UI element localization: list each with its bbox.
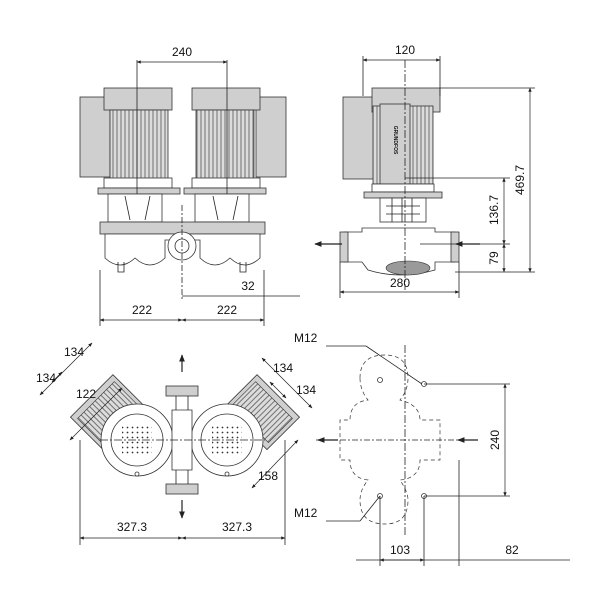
dim-side-base-width: 280 [390,276,410,290]
base-view: M12 M12 240 103 82 [294,331,570,566]
dim-side-upper-height: 136.7 [487,195,501,225]
dim-front-half-right: 222 [217,303,237,317]
dim-front-offset: 32 [241,279,255,293]
dim-side-pipe-height: 79 [487,251,501,265]
dim-plan-half-left: 327.3 [117,520,147,534]
side-view: GRUNDFOS 120 469.7 136.7 79 280 [314,43,535,298]
right-motor [183,60,287,195]
left-motor [79,60,181,195]
dim-plan-side: 158 [258,469,278,483]
front-pump-housing [99,205,266,300]
dim-side-motor-width: 120 [395,43,415,57]
label-bolt-top: M12 [294,331,318,345]
dim-base-offset: 82 [505,543,519,557]
dim-plan-diag-4: 134 [273,361,293,375]
plan-view: 134 134 122 134 134 158 327.3 327.3 [36,342,316,545]
dim-front-motor-spacing: 240 [172,45,192,59]
dim-side-total-height: 469.7 [513,165,527,195]
dim-plan-diag-1: 134 [64,345,84,359]
dim-plan-diag-5: 134 [296,383,316,397]
dim-front-half-left: 222 [132,303,152,317]
dim-plan-diag-3: 122 [76,387,96,401]
dim-base-height: 240 [488,430,502,450]
brand-logo: GRUNDFOS [392,126,398,155]
dim-plan-diag-2: 134 [36,371,56,385]
label-bolt-bottom: M12 [294,506,318,520]
front-view: 240 32 222 222 [79,45,300,326]
dim-plan-half-right: 327.3 [222,520,252,534]
dim-base-width: 103 [390,543,410,557]
